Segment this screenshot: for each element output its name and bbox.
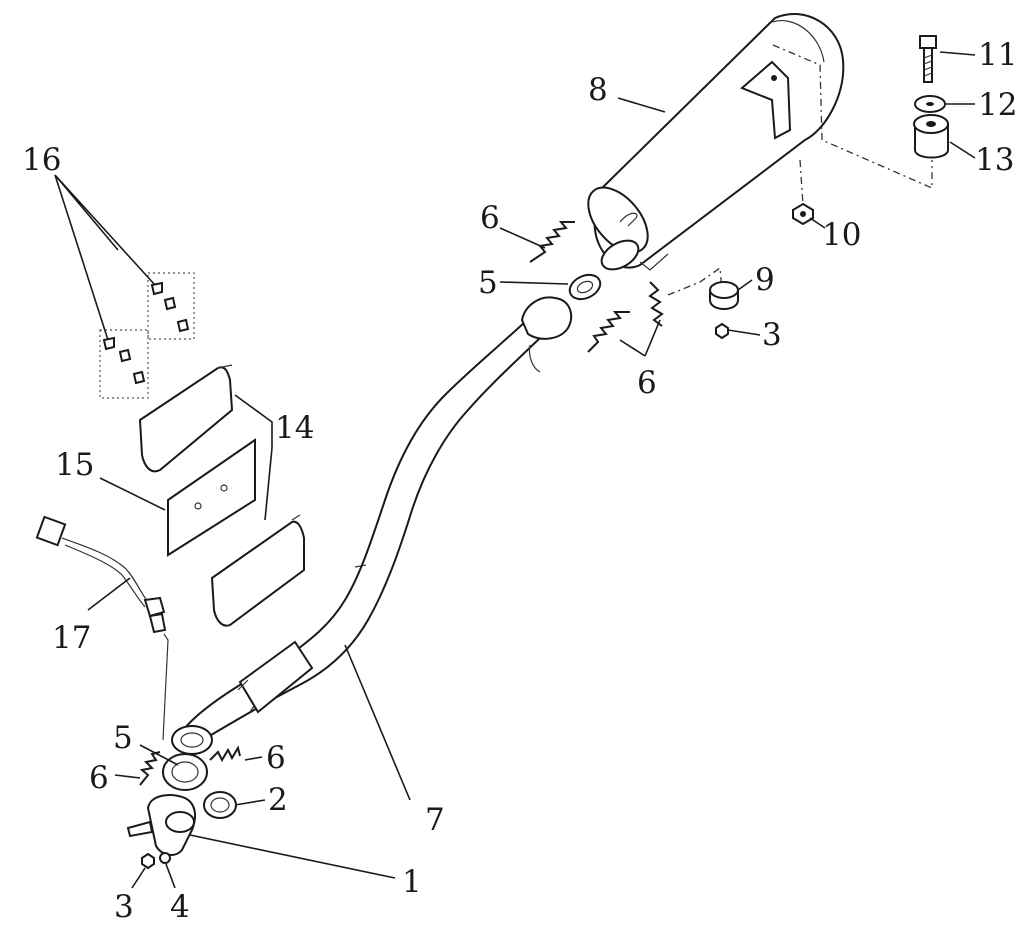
- label-6-upper-left: 6: [480, 200, 500, 236]
- label-1: 1: [402, 864, 422, 900]
- exhaust-pipe: [183, 296, 573, 747]
- exhaust-flange: [126, 794, 197, 856]
- mount-guide-line: [772, 44, 933, 189]
- label-2: 2: [268, 782, 288, 818]
- spring-lower-right: [209, 745, 241, 763]
- gasket-2: [203, 791, 237, 819]
- mount-guide-line-2: [799, 159, 804, 206]
- label-15: 15: [55, 447, 94, 483]
- callout-labels: 1 2 3 4 5 6 6 7 17 15 14 16 8 6 5 6 9 3 …: [22, 37, 1017, 925]
- spring-upper-right: [648, 281, 664, 327]
- label-14: 14: [275, 410, 314, 446]
- mount-guide-line-3: [667, 266, 723, 296]
- oxygen-sensor: [35, 515, 169, 741]
- label-10: 10: [822, 217, 861, 253]
- spring-upper-left: [529, 221, 575, 263]
- nut-3-upper: [715, 322, 729, 340]
- rubber-bush: [709, 281, 739, 310]
- nut-3-lower: [141, 852, 155, 870]
- bolt: [919, 35, 937, 83]
- label-3-upper: 3: [762, 317, 782, 353]
- label-16: 16: [22, 142, 61, 178]
- label-5-lower: 5: [113, 720, 133, 756]
- heat-shield-plate: [167, 438, 256, 557]
- label-12: 12: [978, 87, 1017, 123]
- heat-shield-upper: [138, 364, 234, 473]
- spring-upper-mid: [587, 311, 630, 353]
- leader-lines: [54, 51, 976, 889]
- label-7: 7: [425, 802, 445, 838]
- label-6-lower-left: 6: [89, 760, 109, 796]
- label-6-lower-right: 6: [266, 740, 286, 776]
- label-8: 8: [588, 72, 608, 108]
- label-6-upper-right: 6: [637, 365, 657, 401]
- label-4: 4: [170, 889, 190, 925]
- label-3-lower: 3: [114, 889, 134, 925]
- gasket-lower-5: [162, 753, 208, 791]
- rubber-mount: [913, 114, 949, 159]
- gasket-lower-5b: [171, 725, 213, 755]
- gasket-upper: [568, 273, 602, 301]
- washer: [914, 95, 946, 113]
- washer-4: [159, 852, 171, 864]
- nut-10: [792, 202, 814, 226]
- label-11: 11: [978, 37, 1017, 73]
- label-17: 17: [52, 620, 91, 656]
- label-9: 9: [755, 262, 775, 298]
- label-5-upper: 5: [478, 265, 498, 301]
- screw-set: [99, 272, 195, 399]
- label-13: 13: [975, 142, 1014, 178]
- heat-shield-lower: [210, 514, 305, 627]
- spring-lower-left: [139, 751, 161, 786]
- muffler: [587, 13, 845, 271]
